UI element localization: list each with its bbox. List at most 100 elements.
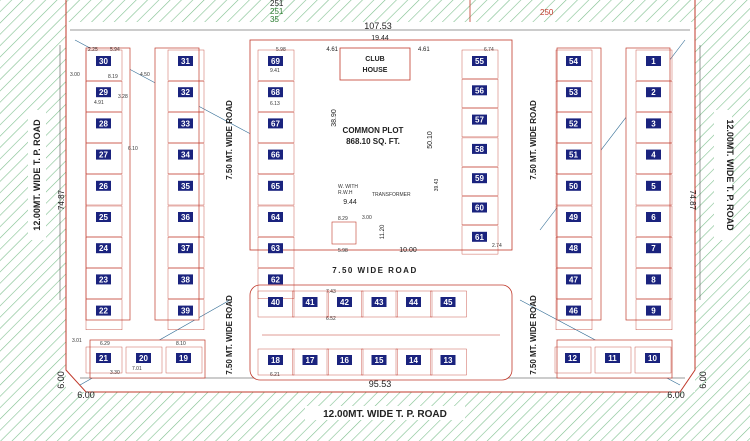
plot-69[interactable]: 69 xyxy=(257,49,295,81)
plot-35[interactable]: 35 xyxy=(167,174,205,206)
plot-badge-48 xyxy=(566,243,581,254)
plot-badge-36 xyxy=(178,212,193,222)
plot-8[interactable]: 8 xyxy=(635,268,673,299)
club-house-label-1: CLUB xyxy=(365,56,384,63)
plot-number-47: 47 xyxy=(569,275,578,284)
plot-number-16: 16 xyxy=(340,356,349,365)
plot-63[interactable]: 63 xyxy=(257,236,295,268)
plot-64[interactable]: 64 xyxy=(257,205,295,237)
plot-cell-19 xyxy=(165,346,203,374)
plot-57[interactable]: 57 xyxy=(461,108,499,138)
plot-33[interactable]: 33 xyxy=(167,112,205,143)
plot-42[interactable]: 42 xyxy=(326,290,364,318)
plot-31[interactable]: 31 xyxy=(167,49,205,81)
plot-12[interactable]: 12 xyxy=(554,346,592,374)
plot-badge-68 xyxy=(268,87,283,98)
plot-cell-28 xyxy=(85,112,123,143)
plot-54[interactable]: 54 xyxy=(555,49,593,81)
plot-29[interactable]: 29 xyxy=(85,80,123,112)
plot-66[interactable]: 66 xyxy=(257,143,295,175)
plot-cell-49 xyxy=(555,205,593,237)
plot-19[interactable]: 19 xyxy=(165,346,203,374)
plot-17[interactable]: 17 xyxy=(292,348,329,376)
club-house xyxy=(339,47,411,81)
plot-badge-27 xyxy=(96,149,111,160)
plot-15[interactable]: 15 xyxy=(361,348,398,376)
plot-60[interactable]: 60 xyxy=(461,196,499,225)
plot-20[interactable]: 20 xyxy=(125,346,163,374)
plot-11[interactable]: 11 xyxy=(594,346,632,374)
plot-number-63: 63 xyxy=(271,244,280,253)
plot-48[interactable]: 48 xyxy=(555,236,593,268)
plot-40[interactable]: 40 xyxy=(257,290,295,318)
plot-39[interactable]: 39 xyxy=(167,299,205,331)
road-inner-right-label: 7.50 MT. WIDE ROAD xyxy=(529,100,538,180)
dim-gap-301-a: 3.01 xyxy=(72,338,82,344)
plot-24[interactable]: 24 xyxy=(85,236,123,268)
plot-1[interactable]: 1 xyxy=(635,49,673,81)
plot-25[interactable]: 25 xyxy=(85,205,123,237)
plot-36[interactable]: 36 xyxy=(167,205,205,237)
plot-16[interactable]: 16 xyxy=(326,348,364,376)
plot-58[interactable]: 58 xyxy=(461,137,499,167)
plot-53[interactable]: 53 xyxy=(555,80,593,112)
plot-13[interactable]: 13 xyxy=(430,348,467,376)
plot-50[interactable]: 50 xyxy=(555,174,593,206)
plot-51[interactable]: 51 xyxy=(555,143,593,175)
plot-65[interactable]: 65 xyxy=(257,174,295,206)
plot-45[interactable]: 45 xyxy=(430,290,467,318)
plot-cell-14 xyxy=(395,348,433,376)
plot-67[interactable]: 67 xyxy=(257,112,295,143)
plot-37[interactable]: 37 xyxy=(167,236,205,268)
plot-43[interactable]: 43 xyxy=(361,290,398,318)
plot-21[interactable]: 21 xyxy=(85,346,123,374)
plot-22[interactable]: 22 xyxy=(85,299,123,331)
plot-number-27: 27 xyxy=(99,151,108,160)
road-inner-left-low-label: 7.50 MT. WIDE ROAD xyxy=(225,295,234,375)
plot-2[interactable]: 2 xyxy=(635,80,673,112)
plot-38[interactable]: 38 xyxy=(167,268,205,299)
plot-23[interactable]: 23 xyxy=(85,268,123,299)
plot-61[interactable]: 61 xyxy=(461,225,499,255)
plot-44[interactable]: 44 xyxy=(395,290,433,318)
plot-cell-27 xyxy=(85,143,123,175)
plot-14[interactable]: 14 xyxy=(395,348,433,376)
plot-4[interactable]: 4 xyxy=(635,143,673,175)
plot-10[interactable]: 10 xyxy=(634,346,672,374)
plot-49[interactable]: 49 xyxy=(555,205,593,237)
plot-cell-4 xyxy=(635,143,673,175)
plot-26[interactable]: 26 xyxy=(85,174,123,206)
plot-badge-8 xyxy=(646,274,661,285)
plot-46[interactable]: 46 xyxy=(555,299,593,331)
plot-7[interactable]: 7 xyxy=(635,236,673,268)
plot-55[interactable]: 55 xyxy=(461,49,499,79)
plot-52[interactable]: 52 xyxy=(555,112,593,143)
plot-68[interactable]: 68 xyxy=(257,80,295,112)
plot-41[interactable]: 41 xyxy=(292,290,329,318)
plot-56[interactable]: 56 xyxy=(461,79,499,108)
plot-badge-61 xyxy=(472,231,487,242)
plot-badge-39 xyxy=(178,305,193,316)
plot-number-28: 28 xyxy=(99,119,108,128)
plot-18[interactable]: 18 xyxy=(257,348,295,376)
road-bottom-label: 12.00MT. WIDE T. P. ROAD xyxy=(323,409,447,420)
plot-47[interactable]: 47 xyxy=(555,268,593,299)
dim-club-depth-left: 38.90 xyxy=(331,109,338,127)
plot-3[interactable]: 3 xyxy=(635,112,673,143)
plot-30[interactable]: 30 xyxy=(85,49,123,81)
plot-cell-51 xyxy=(555,143,593,175)
plot-badge-40 xyxy=(268,297,283,307)
plot-badge-4 xyxy=(646,149,661,160)
plot-cell-41 xyxy=(292,290,329,318)
plot-59[interactable]: 59 xyxy=(461,166,499,196)
plot-badge-52 xyxy=(566,118,581,129)
plot-34[interactable]: 34 xyxy=(167,143,205,175)
plot-28[interactable]: 28 xyxy=(85,112,123,143)
plot-6[interactable]: 6 xyxy=(635,205,673,237)
plot-badge-3 xyxy=(646,118,661,129)
plot-27[interactable]: 27 xyxy=(85,143,123,175)
plot-number-4: 4 xyxy=(651,151,656,160)
plot-5[interactable]: 5 xyxy=(635,174,673,206)
plot-9[interactable]: 9 xyxy=(635,299,673,331)
plot-32[interactable]: 32 xyxy=(167,80,205,112)
